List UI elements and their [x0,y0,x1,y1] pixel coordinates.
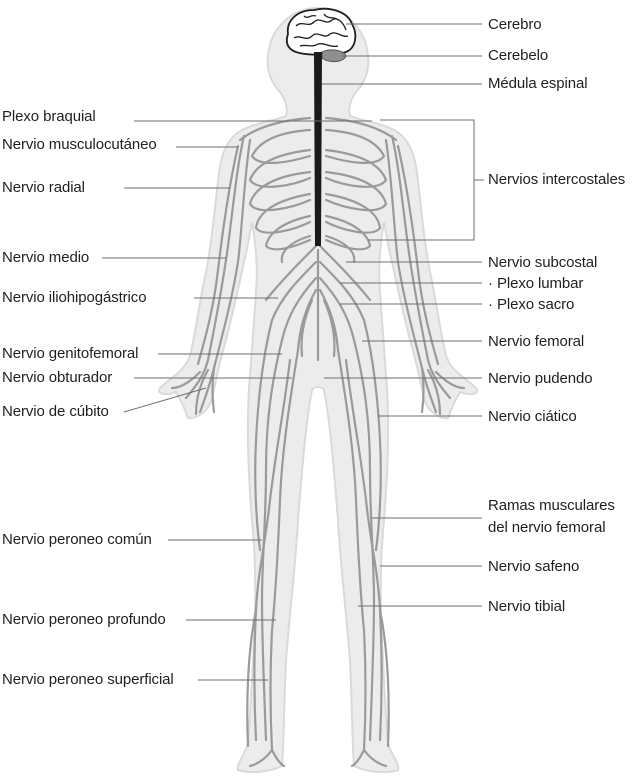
label-nervios-intercostales: Nervios intercostales [488,171,626,188]
label-nervio-obturador: Nervio obturador [2,369,113,386]
label-nervio-peroneo-profundo: Nervio peroneo profundo [2,611,166,628]
label-plexo-braquial: Plexo braquial [2,108,96,125]
label-plexo-lumbar: · Plexo lumbar [488,275,584,292]
label-nervio-de-cubito: Nervio de cúbito [2,403,109,420]
label-cerebelo: Cerebelo [488,47,549,64]
label-cerebro: Cerebro [488,16,542,33]
body-silhouette [158,6,478,774]
label-nervio-iliohipogastrico: Nervio iliohipogástrico [2,289,147,306]
label-nervio-pudendo: Nervio pudendo [488,370,593,387]
label-nervio-safeno: Nervio safeno [488,558,580,575]
label-nervio-genitofemoral: Nervio genitofemoral [2,345,139,362]
label-nervio-radial: Nervio radial [2,179,85,196]
label-del-nervio-femoral: del nervio femoral [488,519,606,536]
spinal-cord [314,52,322,246]
leader-lines-left [102,120,372,681]
label-nervio-tibial: Nervio tibial [488,598,566,615]
label-nervio-ciatico: Nervio ciático [488,408,577,425]
label-nervio-peroneo-superficial: Nervio peroneo superficial [2,671,174,688]
label-medula-espinal: Médula espinal [488,75,588,92]
label-nervio-subcostal: Nervio subcostal [488,254,598,271]
leader-cubito [123,387,207,413]
label-nervio-femoral: Nervio femoral [488,333,585,350]
label-ramas-musculares: Ramas musculares [488,497,615,514]
brain [285,7,357,56]
label-nervio-musculocutaneo: Nervio musculocutáneo [2,136,157,153]
label-nervio-medio: Nervio medio [2,249,90,266]
peripheral-nerves [170,116,466,768]
label-nervio-peroneo-comun: Nervio peroneo común [2,531,152,548]
label-plexo-sacro: · Plexo sacro [488,296,575,313]
leader-lines-right [322,23,482,607]
